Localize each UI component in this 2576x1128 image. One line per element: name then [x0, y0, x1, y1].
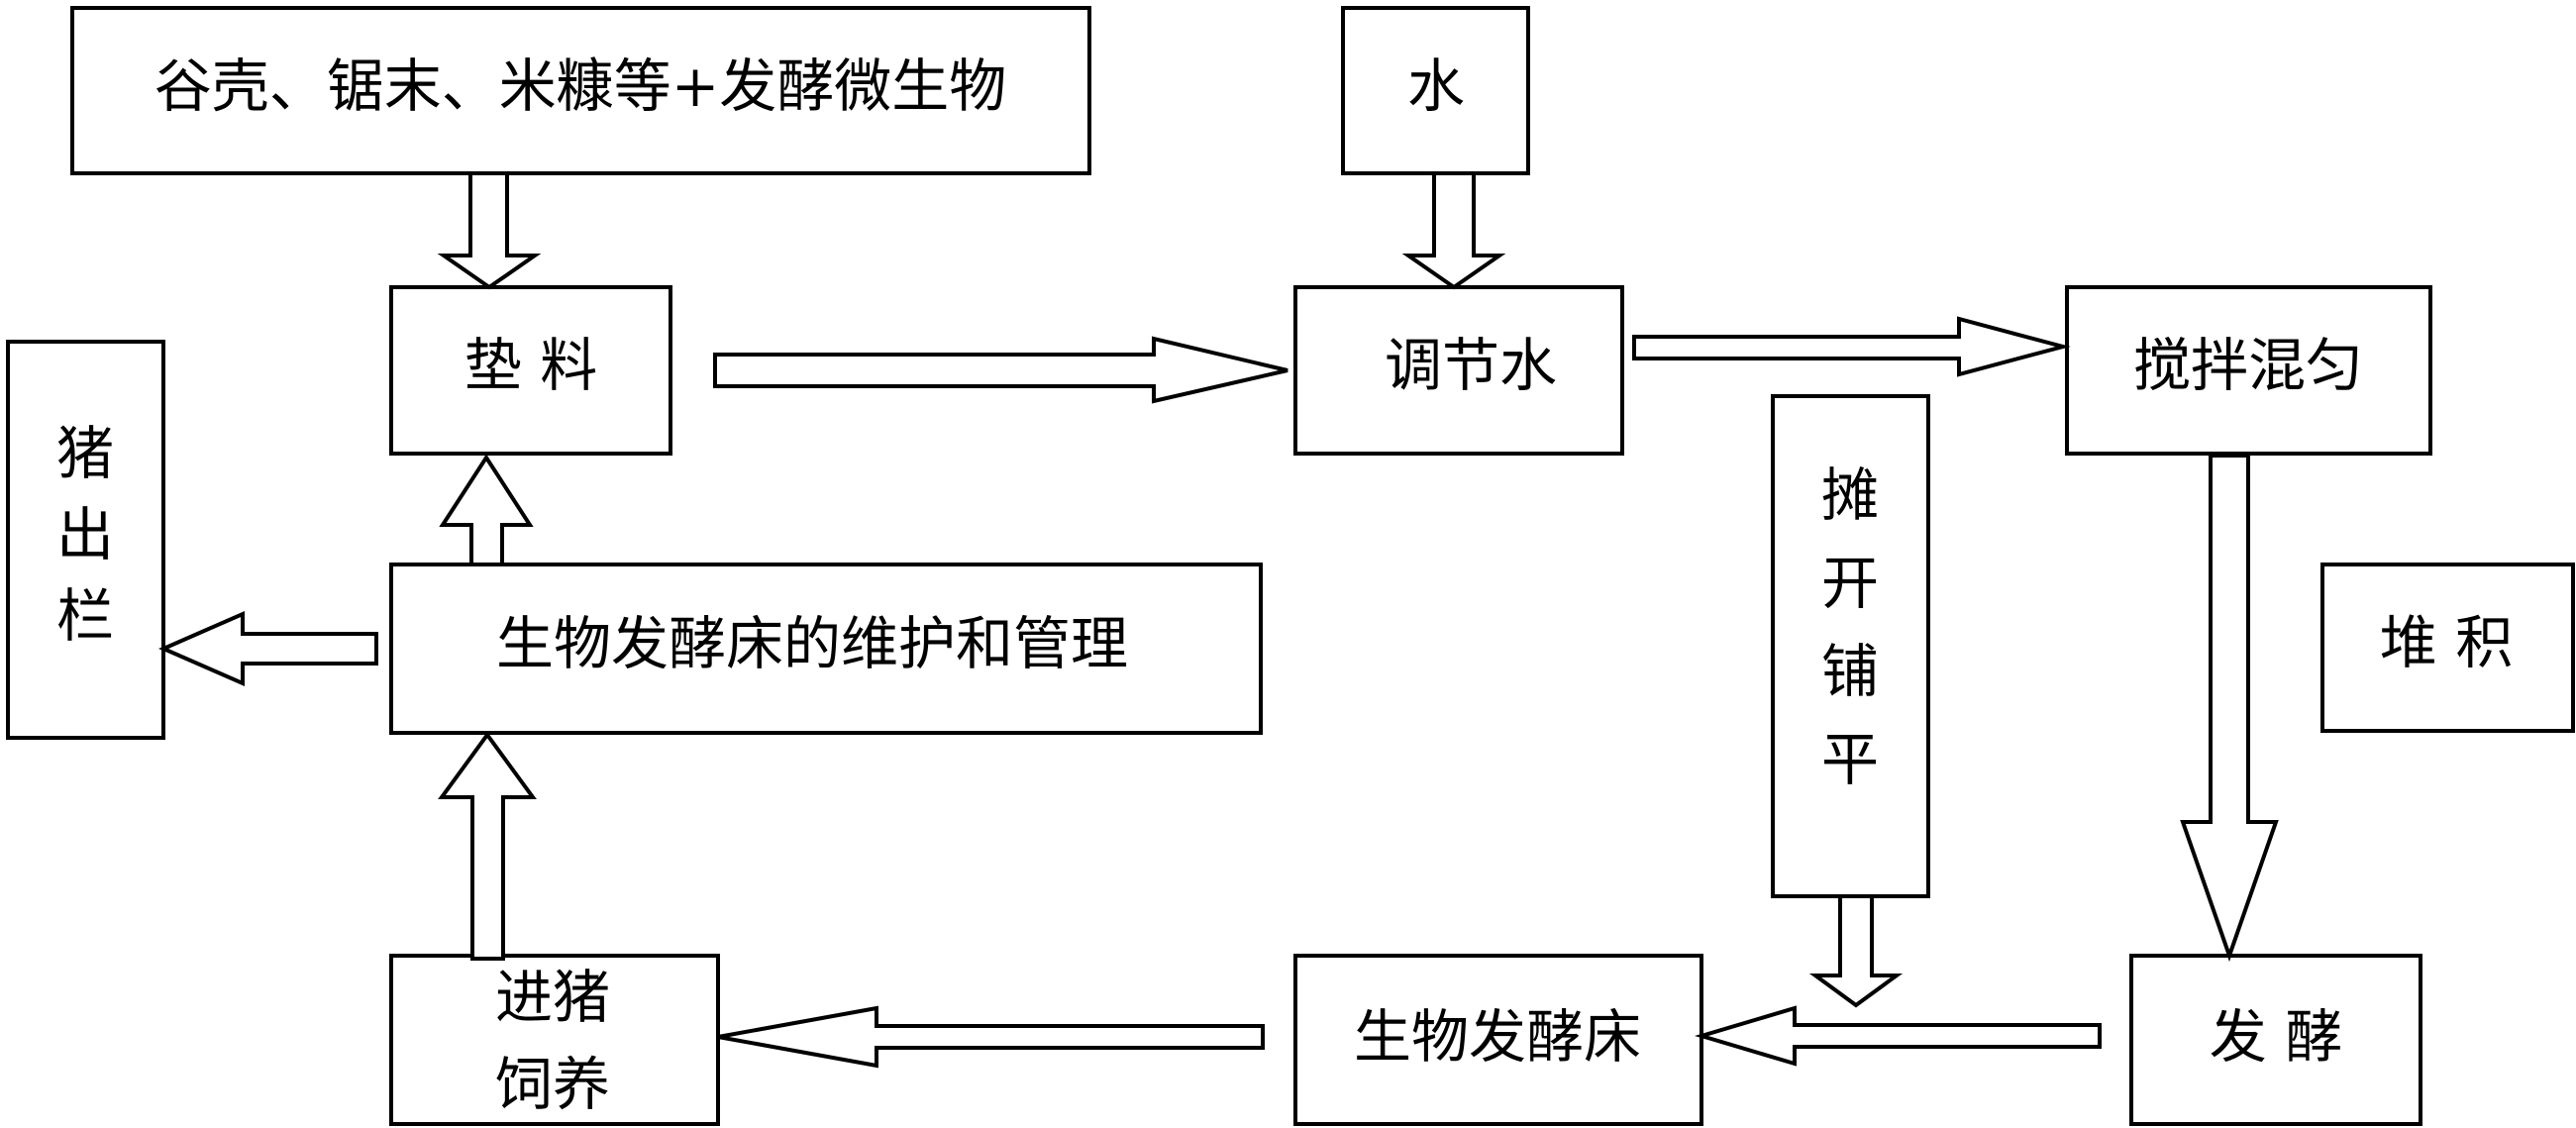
arrow-pig-in-to-maintenance	[438, 731, 537, 961]
node-maintenance: 生物发酵床的维护和管理	[389, 563, 1263, 735]
node-stir-mix: 搅拌混匀	[2065, 285, 2432, 456]
node-spread-level-label-3: 铺	[1821, 638, 1879, 705]
node-pig-in-label-2: 饲养	[495, 1051, 610, 1118]
node-spread-level-label-4: 平	[1821, 726, 1879, 793]
node-materials-label: 谷壳、锯末、米糠等+发酵微生物	[155, 52, 1007, 120]
arrow-fermentation-bed-to-pig-in	[717, 1005, 1265, 1069]
node-pig-in: 进猪 饲养	[389, 954, 720, 1126]
arrow-maintenance-to-bedding	[439, 454, 534, 566]
node-adjust-water: 调节水	[1293, 285, 1624, 456]
node-pig-out: 猪 出 栏	[6, 340, 165, 740]
node-ferment: 发 酵	[2129, 954, 2422, 1126]
node-water: 水	[1341, 6, 1530, 175]
node-pig-out-label-3: 栏	[56, 582, 114, 650]
node-stack: 堆 积	[2320, 563, 2575, 733]
node-pig-out-label-1: 猪	[56, 420, 114, 487]
node-materials: 谷壳、锯末、米糠等+发酵微生物	[70, 6, 1091, 175]
arrow-water-to-adjust-water	[1401, 171, 1506, 290]
arrow-spread-level-to-fermentation-bed	[1808, 894, 1904, 1008]
node-fermentation-bed: 生物发酵床	[1293, 954, 1703, 1126]
arrow-ferment-to-fermentation-bed	[1694, 1005, 2102, 1067]
node-stack-label: 堆 积	[2380, 609, 2513, 676]
node-maintenance-label: 生物发酵床的维护和管理	[496, 610, 1128, 677]
node-bedding-label: 垫 料	[464, 332, 597, 399]
arrow-stir-mix-to-ferment	[2180, 454, 2279, 963]
arrow-maintenance-to-pig-out	[158, 610, 378, 687]
arrow-adjust-water-to-stir-mix	[1632, 316, 2071, 377]
node-spread-level-label-1: 摊	[1821, 461, 1879, 529]
node-spread-level-label-2: 开	[1821, 550, 1879, 617]
node-stir-mix-label: 搅拌混匀	[2133, 332, 2363, 399]
node-pig-out-label-2: 出	[56, 501, 114, 568]
arrow-bedding-to-adjust-water	[713, 336, 1288, 404]
node-adjust-water-label: 调节水	[1385, 332, 1557, 399]
node-water-label: 水	[1407, 52, 1465, 120]
node-ferment-label: 发 酵	[2210, 1003, 2342, 1071]
node-pig-in-label-1: 进猪	[495, 964, 610, 1031]
arrow-materials-to-bedding	[437, 171, 542, 290]
node-bedding: 垫 料	[389, 285, 672, 456]
node-fermentation-bed-label: 生物发酵床	[1354, 1003, 1641, 1071]
node-spread-level: 摊 开 铺 平	[1771, 394, 1930, 898]
